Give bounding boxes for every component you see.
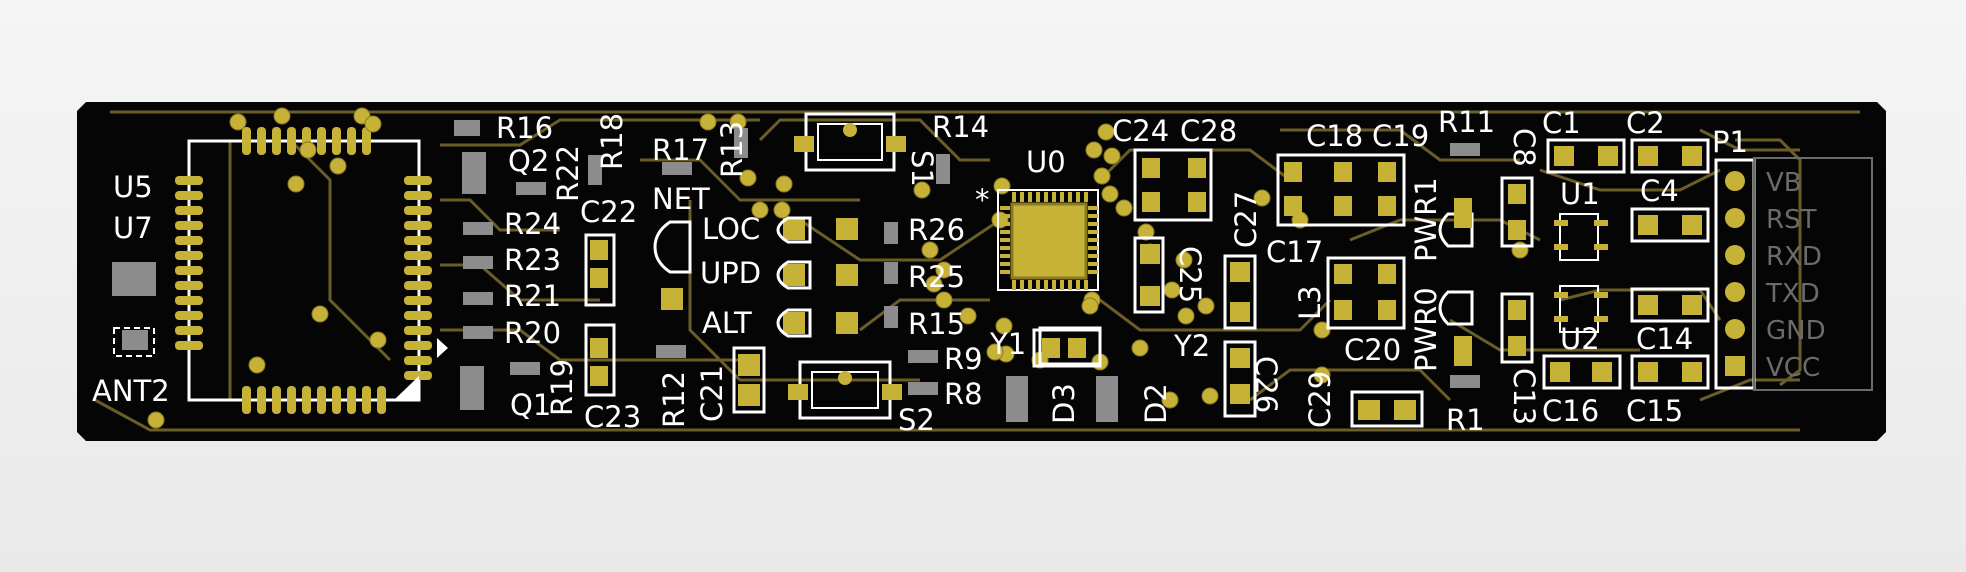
header-pin-labels: VB RST RXD TXD GND VCC <box>1765 168 1826 383</box>
label-c14: C14 <box>1636 322 1693 356</box>
label-c21: C21 <box>695 365 729 422</box>
y1-crystal <box>1032 328 1102 368</box>
s1-switch <box>794 112 906 172</box>
label-u5: U5 <box>113 170 153 204</box>
label-u1: U1 <box>1560 177 1600 211</box>
label-c4: C4 <box>1640 174 1679 208</box>
label-r18: R18 <box>595 113 629 170</box>
label-c24: C24 <box>1112 114 1169 148</box>
label-alt: ALT <box>702 306 752 340</box>
label-q1: Q1 <box>510 388 551 422</box>
label-c19: C19 <box>1372 119 1429 153</box>
label-r9: R9 <box>944 342 983 376</box>
label-c23: C23 <box>584 400 641 434</box>
label-c15: C15 <box>1626 394 1683 428</box>
label-r15: R15 <box>908 307 965 341</box>
ant-parts <box>113 327 155 357</box>
label-pwr0: PWR0 <box>1409 287 1443 372</box>
pin-label: GND <box>1766 316 1826 346</box>
label-c2: C2 <box>1626 106 1665 140</box>
u2-package <box>1554 285 1608 333</box>
label-c8: C8 <box>1507 128 1541 167</box>
label-r8: R8 <box>944 377 983 411</box>
label-c20: C20 <box>1344 333 1401 367</box>
label-r14: R14 <box>932 110 989 144</box>
label-c27: C27 <box>1229 191 1263 248</box>
label-c26: C26 <box>1249 356 1283 413</box>
smd-parts <box>112 120 1480 422</box>
label-q2: Q2 <box>508 144 549 178</box>
label-p1: P1 <box>1712 125 1748 159</box>
label-c29: C29 <box>1303 371 1337 428</box>
label-s1: S1 <box>905 150 939 187</box>
label-r17: R17 <box>652 133 709 167</box>
label-c13: C13 <box>1507 368 1541 425</box>
s2-switch <box>788 360 902 420</box>
label-c22: C22 <box>580 195 637 229</box>
label-c28: C28 <box>1180 114 1237 148</box>
label-ant2: ANT2 <box>92 374 170 408</box>
p1-header <box>1714 157 1873 391</box>
label-pwr1: PWR1 <box>1409 177 1443 262</box>
label-r11: R11 <box>1438 105 1495 139</box>
label-net: NET <box>652 182 710 216</box>
label-r24: R24 <box>504 207 561 241</box>
label-r1: R1 <box>1446 403 1485 437</box>
label-s2: S2 <box>898 403 935 437</box>
label-r21: R21 <box>504 279 561 313</box>
label-r25: R25 <box>908 260 965 294</box>
label-y2: Y2 <box>1173 329 1210 363</box>
label-r13: R13 <box>715 121 749 178</box>
label-l3: L3 <box>1293 285 1327 320</box>
label-r12: R12 <box>657 371 691 428</box>
label-loc: LOC <box>702 212 760 246</box>
label-r20: R20 <box>504 316 561 350</box>
label-c1: C1 <box>1542 106 1581 140</box>
u1-package <box>1554 213 1608 261</box>
pin-label: VB <box>1766 168 1802 198</box>
pin-label: TXD <box>1765 279 1820 309</box>
label-r26: R26 <box>908 213 965 247</box>
silkscreen-labels: U5 U7 ANT2 R16 Q2 R24 R23 R21 R20 Q1 C22… <box>92 105 1748 437</box>
label-upd: UPD <box>700 256 761 290</box>
label-c25: C25 <box>1173 246 1207 303</box>
part-outlines <box>584 138 1710 428</box>
label-r23: R23 <box>504 243 561 277</box>
label-y1: Y1 <box>989 327 1026 361</box>
label-u2: U2 <box>1560 322 1600 356</box>
u0-chip: * <box>975 183 1099 291</box>
u5-module <box>175 127 448 414</box>
led-outlines <box>653 198 1474 366</box>
label-r16: R16 <box>496 111 553 145</box>
copper-pads <box>590 146 1702 420</box>
pin-label: RXD <box>1766 242 1822 272</box>
label-d2: D2 <box>1139 383 1173 424</box>
label-r22: R22 <box>551 145 585 202</box>
label-c16: C16 <box>1542 394 1599 428</box>
pin-label: VCC <box>1766 353 1820 383</box>
label-u0: U0 <box>1026 145 1066 179</box>
label-d3: D3 <box>1047 383 1081 424</box>
label-u7: U7 <box>113 211 153 245</box>
svg-text:*: * <box>975 183 990 217</box>
pin-label: RST <box>1766 205 1817 235</box>
label-r19: R19 <box>545 359 579 416</box>
label-c17: C17 <box>1266 235 1323 269</box>
label-c18: C18 <box>1306 119 1363 153</box>
